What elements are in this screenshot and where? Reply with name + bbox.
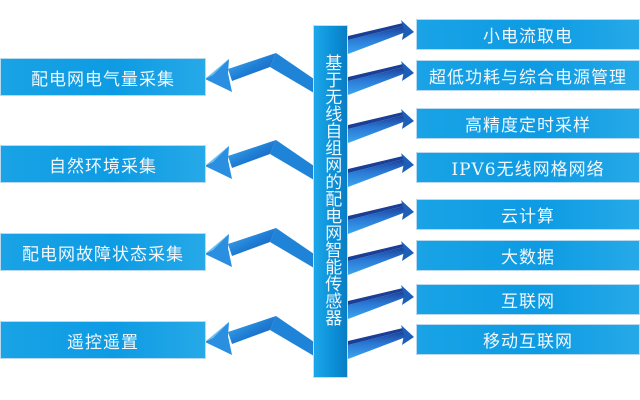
right-arrow-3-head (401, 153, 414, 173)
left-arrow-3-head (205, 322, 232, 355)
right-item-label: 小电流取电 (483, 27, 573, 47)
center-title: 基于无线自组网的配电网智能传感器 (321, 54, 342, 326)
right-item-label: 大数据 (501, 248, 555, 268)
right-arrow-3-top-edge (348, 156, 404, 173)
left-arrow-0-shaft (228, 53, 276, 81)
right-arrow-1-shaft (348, 67, 406, 95)
left-item-remote-control: 遥控遥置 (0, 321, 206, 359)
left-arrow-2-head-highlight (205, 234, 229, 254)
left-item-label: 自然环境采集 (49, 156, 157, 177)
left-arrow-1-tail (270, 140, 314, 180)
right-arrow-3-shaft (348, 159, 406, 187)
right-arrows-group (348, 20, 414, 359)
right-arrow-5-shaft (348, 247, 406, 275)
left-item-electrical-collection: 配电网电气量采集 (0, 58, 206, 96)
right-arrow-0-head (401, 20, 414, 40)
left-item-environment-collection: 自然环境采集 (0, 145, 206, 183)
left-arrow-2-head (205, 234, 232, 267)
right-item-ipv6-mesh: IPV6无线网格网络 (416, 152, 640, 183)
right-arrow-7-top-edge (348, 328, 404, 345)
right-arrow-5-head (401, 241, 414, 261)
right-arrow-4-top-edge (348, 203, 404, 220)
left-arrow-0-head-highlight (205, 59, 229, 79)
right-arrow-6-top-edge (348, 288, 404, 305)
left-item-label: 配电网故障状态采集 (22, 244, 184, 265)
right-item-label: 互联网 (501, 292, 555, 312)
right-arrow-2-shaft (348, 115, 406, 143)
left-item-fault-collection: 配电网故障状态采集 (0, 233, 206, 271)
right-item-label: 云计算 (501, 207, 555, 227)
left-arrow-3-tail (270, 316, 314, 356)
left-arrow-2-tail (270, 228, 314, 268)
left-arrow-3-shaft (228, 316, 276, 344)
right-arrow-2-head (401, 109, 414, 129)
left-arrows-group (205, 53, 314, 356)
right-arrow-7-shaft (348, 331, 406, 359)
left-item-label: 配电网电气量采集 (31, 69, 175, 90)
right-arrow-5-top-edge (348, 244, 404, 261)
right-item-label: 超低功耗与综合电源管理 (429, 68, 627, 88)
right-item-label: 移动互联网 (483, 332, 573, 352)
right-item-cloud-computing: 云计算 (416, 199, 640, 230)
right-arrow-4-shaft (348, 206, 406, 234)
left-arrow-1-shaft (228, 140, 276, 168)
left-arrow-2-shaft (228, 228, 276, 256)
right-item-big-data: 大数据 (416, 240, 640, 271)
right-item-label: 高精度定时采样 (465, 116, 591, 136)
right-item-power-management: 超低功耗与综合电源管理 (416, 60, 640, 91)
right-item-timed-sampling: 高精度定时采样 (416, 108, 640, 139)
left-arrow-0-head (205, 59, 232, 92)
right-item-label: IPV6无线网格网络 (451, 160, 605, 180)
left-arrow-1-head-highlight (205, 146, 229, 166)
left-item-label: 遥控遥置 (67, 332, 139, 353)
right-arrow-1-top-edge (348, 64, 404, 81)
right-item-low-current-power: 小电流取电 (416, 19, 640, 50)
center-sensor-bar: 基于无线自组网的配电网智能传感器 (313, 25, 348, 378)
right-arrow-0-top-edge (348, 23, 404, 40)
right-arrow-4-head (401, 200, 414, 220)
right-arrow-6-head (401, 285, 414, 305)
right-item-mobile-internet: 移动互联网 (416, 324, 640, 355)
right-arrow-7-head (401, 325, 414, 345)
right-arrow-1-head (401, 61, 414, 81)
right-arrow-0-shaft (348, 26, 406, 54)
right-arrow-2-top-edge (348, 112, 404, 129)
left-arrow-1-head (205, 146, 232, 179)
left-arrow-0-tail (270, 53, 314, 93)
right-arrow-6-shaft (348, 291, 406, 319)
left-arrow-3-head-highlight (205, 322, 229, 342)
right-item-internet: 互联网 (416, 284, 640, 315)
